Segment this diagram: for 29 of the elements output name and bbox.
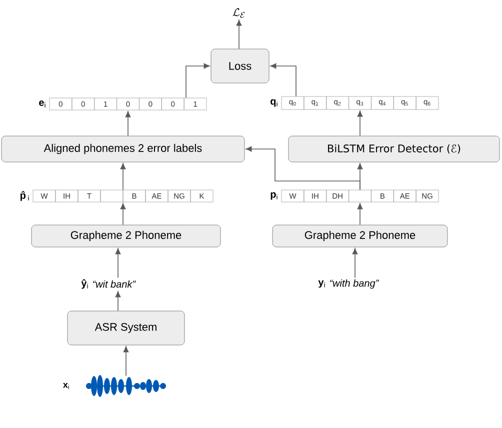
arrow bbox=[270, 63, 296, 97]
variable-label: ŷ$_{i}$ bbox=[81, 279, 88, 289]
process-box: Loss bbox=[210, 48, 270, 84]
arrow bbox=[246, 146, 360, 190]
arrow bbox=[120, 163, 126, 190]
sequence-label: p$_{i}$ bbox=[270, 192, 278, 200]
arrow bbox=[357, 110, 363, 136]
arrow bbox=[357, 203, 363, 226]
process-box: ASR System bbox=[67, 310, 185, 346]
variable-label: x$_{i}$ bbox=[63, 383, 69, 389]
arrow bbox=[352, 248, 358, 278]
sequence-label: q$_{i}$ bbox=[270, 99, 278, 107]
loss-symbol: $\mathcal{L}_{\mathcal{E}}$ bbox=[232, 8, 245, 18]
arrow bbox=[236, 20, 242, 50]
transcript-text: “wit bank” bbox=[92, 280, 136, 288]
process-box: Grapheme 2 Phoneme bbox=[31, 224, 221, 248]
arrow bbox=[115, 248, 121, 278]
sequence-label: p̂$_{i}$ bbox=[20, 191, 29, 201]
arrow bbox=[186, 63, 210, 98]
transcript-text: “with bang” bbox=[330, 279, 380, 289]
process-box: Grapheme 2 Phoneme bbox=[272, 224, 448, 248]
arrow bbox=[123, 346, 129, 376]
arrow bbox=[125, 111, 131, 136]
process-box: BiLSTM Error Detector (ℰ) bbox=[288, 136, 500, 162]
arrow bbox=[115, 291, 121, 312]
process-box: Aligned phonemes 2 error labels bbox=[1, 136, 245, 162]
sequence-label: e$_{i}$ bbox=[39, 100, 46, 108]
variable-label: y$_{i}$ bbox=[318, 280, 325, 288]
arrow bbox=[120, 203, 126, 226]
